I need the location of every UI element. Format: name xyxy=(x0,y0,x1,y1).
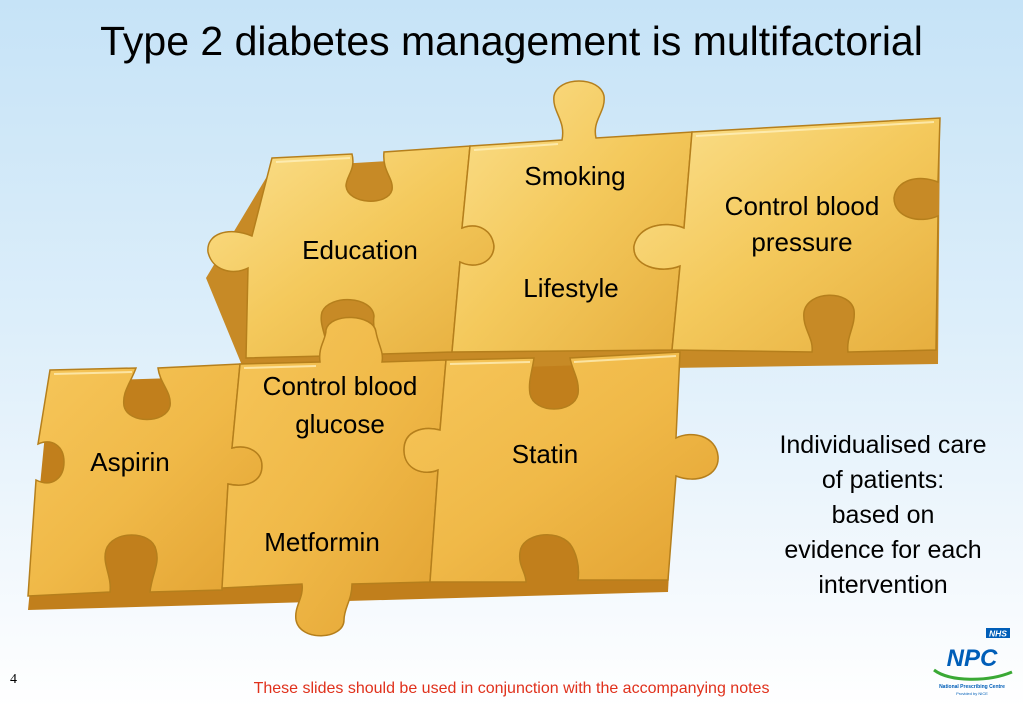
piece-statin xyxy=(403,351,719,583)
npc-org-text: National Prescribing Centre xyxy=(939,684,1005,690)
piece-smoking-lifestyle xyxy=(451,80,693,353)
footer-note: These slides should be used in conjuncti… xyxy=(253,680,770,697)
piece-blood-pressure xyxy=(633,117,941,353)
piece-aspirin xyxy=(27,363,263,597)
side-note-line: intervention xyxy=(818,571,948,599)
side-note-line: Individualised care xyxy=(779,431,987,459)
nhs-badge-text: NHS xyxy=(989,629,1007,639)
side-note-line: of patients: xyxy=(821,466,945,494)
slide-title: Type 2 diabetes management is multifacto… xyxy=(100,18,923,64)
label-statin: Statin xyxy=(511,439,579,469)
label-control-blood-glucose-line1: Control blood xyxy=(262,371,418,401)
piece-glucose-metformin xyxy=(221,316,447,637)
label-control-blood-pressure-line2: pressure xyxy=(751,227,853,257)
label-aspirin: Aspirin xyxy=(90,447,170,477)
npc-logo-text: NPC xyxy=(947,645,998,672)
label-control-blood-glucose-line2: glucose xyxy=(295,409,385,439)
logo-swoosh xyxy=(933,668,1013,681)
label-control-blood-pressure-line1: Control blood xyxy=(724,191,880,221)
label-metformin: Metformin xyxy=(264,527,380,557)
nhs-badge-bg xyxy=(986,628,1010,638)
npc-provided-text: Provided by NICE xyxy=(956,691,988,696)
npc-logo: NHS NPC National Prescribing Centre Prov… xyxy=(933,628,1013,696)
side-note-line: evidence for each xyxy=(784,536,982,564)
label-smoking: Smoking xyxy=(524,161,626,191)
side-note: Individualised care of patients: based o… xyxy=(752,428,1014,603)
label-education: Education xyxy=(302,235,418,265)
side-note-line: based on xyxy=(831,501,935,529)
page-number: 4 xyxy=(10,672,17,687)
label-lifestyle: Lifestyle xyxy=(523,273,619,303)
puzzle-highlight xyxy=(53,121,935,375)
